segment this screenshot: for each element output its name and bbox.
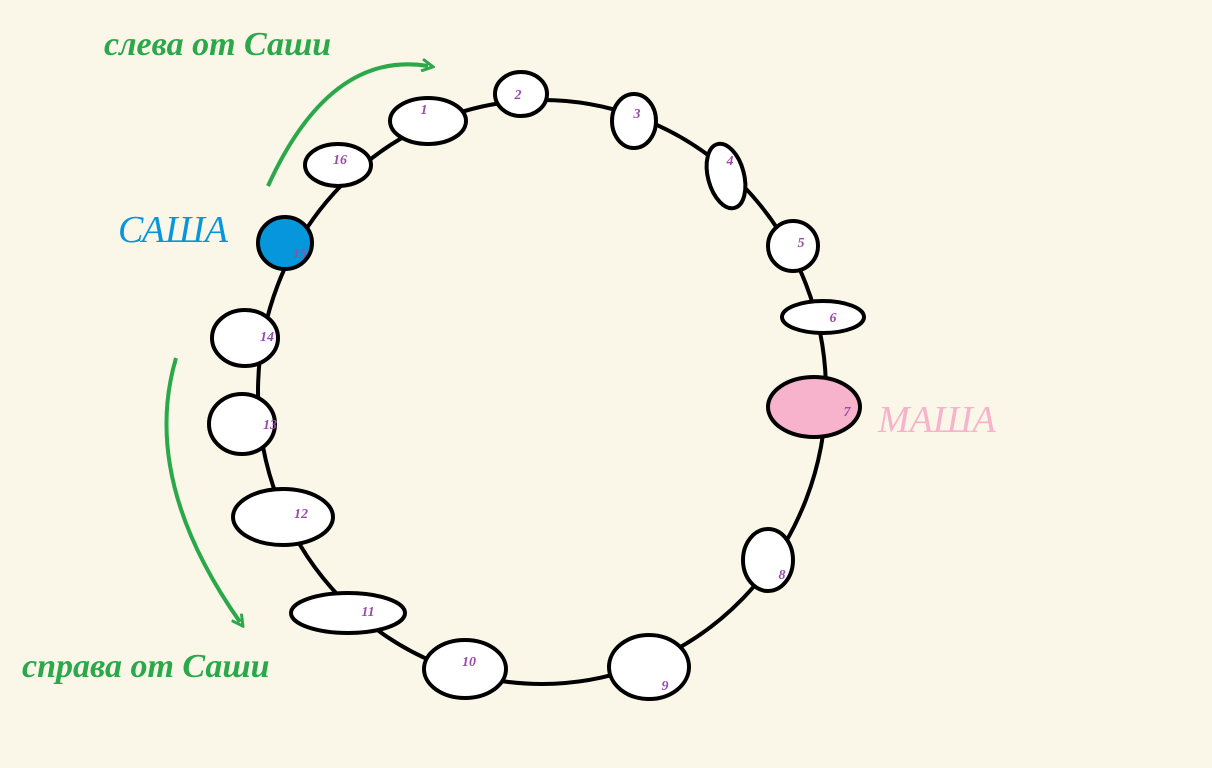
seat-6: 6	[780, 299, 866, 335]
seat-15-number: 15	[293, 247, 307, 262]
seat-2-ellipse	[493, 70, 549, 118]
seat-14-number: 14	[260, 330, 274, 345]
seat-3-number: 3	[633, 107, 641, 122]
seat-2-number: 2	[514, 88, 522, 103]
seat-5: 5	[766, 219, 820, 273]
seat-5-ellipse	[766, 219, 820, 273]
seat-15-ellipse	[256, 215, 314, 271]
seat-6-ellipse	[780, 299, 866, 335]
right-direction-arrow	[164, 357, 240, 622]
seat-11: 11	[289, 591, 407, 635]
masha-label: МАША	[878, 399, 996, 441]
left-direction-arrow	[266, 64, 428, 187]
seat-12-number: 12	[294, 507, 308, 522]
seat-16: 16	[303, 142, 373, 188]
seat-9: 9	[607, 633, 691, 701]
seat-11-ellipse	[289, 591, 407, 635]
seat-5-number: 5	[798, 236, 805, 251]
seat-14: 14	[210, 308, 280, 368]
seat-10-number: 10	[462, 655, 476, 670]
seat-9-ellipse	[607, 633, 691, 701]
seat-8: 8	[741, 527, 795, 593]
seat-1-number: 1	[421, 103, 428, 118]
seat-11-number: 11	[361, 605, 374, 620]
seat-2: 2	[493, 70, 549, 118]
seat-7: 7	[766, 375, 862, 439]
seat-1-ellipse	[388, 96, 468, 146]
seat-8-number: 8	[779, 568, 786, 583]
seat-3: 3	[610, 92, 658, 150]
seat-10: 10	[422, 638, 508, 700]
sasha-label: САША	[118, 209, 228, 251]
right-of-sasha-label: справа от Саши	[22, 648, 270, 685]
seat-7-number: 7	[844, 405, 852, 420]
seat-15: 15	[256, 215, 314, 271]
seat-13-ellipse	[207, 392, 277, 456]
seat-4: 4	[704, 141, 748, 211]
seat-4-ellipse	[704, 141, 748, 211]
seat-7-ellipse	[766, 375, 862, 439]
seat-1: 1	[388, 96, 468, 146]
seat-16-number: 16	[333, 153, 347, 168]
seat-14-ellipse	[210, 308, 280, 368]
seat-4-number: 4	[726, 154, 734, 169]
seat-12-ellipse	[231, 487, 335, 547]
seat-6-number: 6	[830, 311, 837, 326]
seat-12: 12	[231, 487, 335, 547]
seat-16-ellipse	[303, 142, 373, 188]
seat-13-number: 13	[263, 418, 277, 433]
seat-3-ellipse	[610, 92, 658, 150]
seat-9-number: 9	[662, 679, 669, 694]
seat-8-ellipse	[741, 527, 795, 593]
left-of-sasha-label: слева от Саши	[104, 26, 332, 63]
seat-13: 13	[207, 392, 277, 456]
seat-10-ellipse	[422, 638, 508, 700]
